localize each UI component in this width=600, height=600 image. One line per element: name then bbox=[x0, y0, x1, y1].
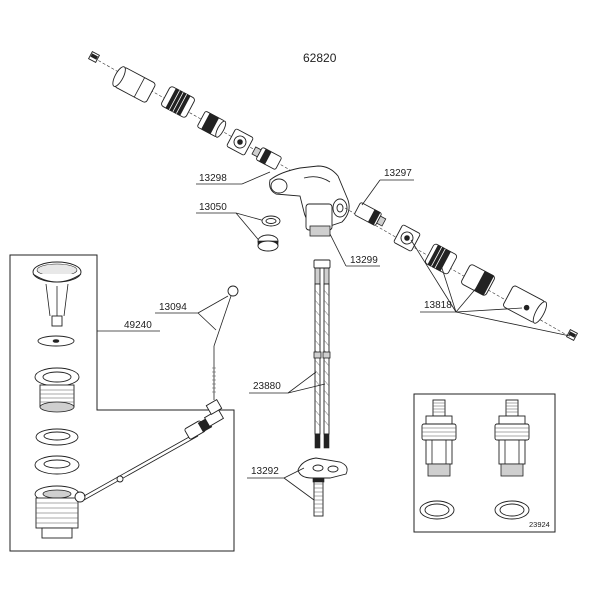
spline-adapter-right-part bbox=[461, 264, 495, 296]
waste-body-part bbox=[34, 485, 86, 539]
label-13818: 13818 bbox=[424, 300, 452, 311]
seal-ring-upper bbox=[261, 215, 281, 227]
label-13299: 13299 bbox=[350, 255, 378, 266]
label-13292: 13292 bbox=[251, 466, 279, 477]
spline-adapter-part bbox=[197, 111, 227, 138]
cartridge-detail-box bbox=[413, 393, 556, 533]
washer-part bbox=[34, 455, 80, 475]
label-13050: 13050 bbox=[199, 202, 227, 213]
ribbed-sleeve-right-part bbox=[424, 243, 458, 275]
label-49240-group: 49240 bbox=[97, 320, 160, 332]
nut-right-part bbox=[393, 224, 421, 252]
cartridge-detail-right bbox=[494, 399, 530, 520]
label-13297: 13297 bbox=[384, 168, 412, 179]
label-13094: 13094 bbox=[159, 302, 187, 313]
lift-rod-part bbox=[205, 285, 239, 415]
seal-ring-part bbox=[35, 428, 79, 446]
flexible-hoses-part bbox=[313, 259, 331, 449]
upper-left-assembly bbox=[87, 50, 291, 171]
label-13298: 13298 bbox=[199, 173, 227, 184]
handle-cap-part bbox=[112, 66, 156, 103]
label-13297-group: 13297 bbox=[361, 168, 414, 206]
upper-right-assembly bbox=[344, 202, 579, 342]
pivot-rod-part bbox=[83, 409, 225, 501]
ribbed-sleeve-part bbox=[161, 86, 195, 118]
screw-part bbox=[87, 50, 101, 64]
label-23880: 23880 bbox=[253, 381, 281, 392]
flange-part bbox=[34, 367, 80, 413]
seal-ring-lower bbox=[257, 234, 279, 252]
waste-assembly-parts bbox=[32, 261, 239, 539]
label-23924: 23924 bbox=[529, 520, 550, 529]
fixing-bracket-part bbox=[297, 457, 348, 479]
handle-cap-right-part bbox=[503, 285, 547, 324]
label-13292-group: 13292 bbox=[247, 466, 315, 501]
screw-right-part bbox=[565, 328, 579, 342]
label-13818-group: 13818 bbox=[410, 239, 571, 337]
label-49240: 49240 bbox=[124, 320, 152, 331]
label-23880-group: 23880 bbox=[249, 371, 326, 394]
label-13094-group: 13094 bbox=[155, 295, 229, 331]
diagram-title: 62820 bbox=[303, 51, 337, 65]
flat-washer-part bbox=[37, 335, 75, 347]
label-13298-group: 13298 bbox=[196, 171, 271, 185]
nut-part bbox=[226, 128, 254, 156]
label-13050-group: 13050 bbox=[196, 202, 266, 245]
plug-part bbox=[32, 261, 82, 327]
spout-body-part bbox=[269, 165, 350, 237]
cartridge-part bbox=[251, 146, 282, 170]
threaded-stud-part bbox=[312, 477, 325, 517]
waste-assembly-outline bbox=[9, 254, 235, 552]
cartridge-right-part bbox=[354, 202, 387, 227]
label-13299-group: 13299 bbox=[329, 233, 380, 267]
cartridge-detail-left bbox=[419, 399, 457, 520]
